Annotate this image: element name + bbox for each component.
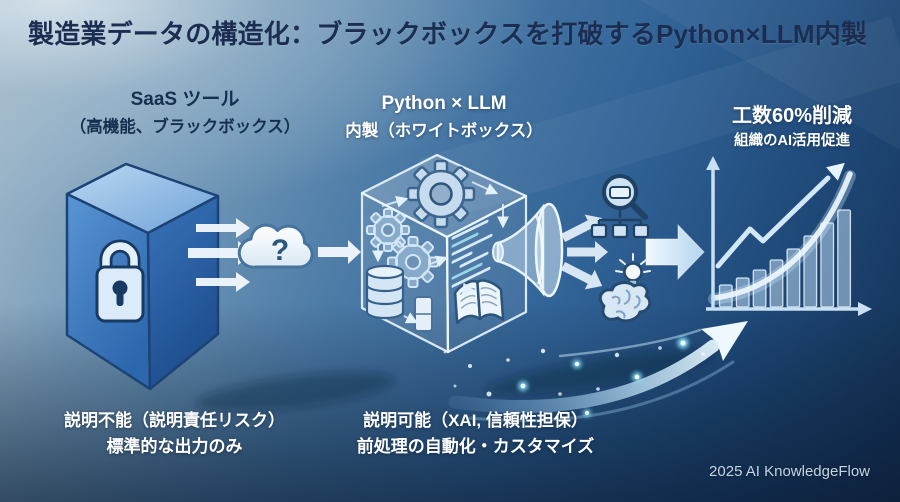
question-mark: ? bbox=[271, 234, 289, 267]
python-llm-heading-line2: 内製（ホワイトボックス） bbox=[345, 121, 543, 140]
fanout-arrows bbox=[560, 214, 608, 290]
flow-arrow-icon bbox=[188, 241, 254, 265]
credit-watermark: 2025 AI KnowledgeFlow bbox=[709, 463, 870, 480]
swoosh-arrow-icon bbox=[443, 321, 748, 423]
outcome-heading-line2: 組織のAI活用促進 bbox=[734, 133, 850, 149]
sparkle-dots bbox=[443, 337, 705, 417]
python-note-line1: 説明可能（XAI, 信頼性担保） bbox=[363, 411, 588, 430]
lightbulb-icon bbox=[615, 253, 651, 286]
question-cloud-icon: ? bbox=[237, 223, 314, 269]
saas-note: 説明不能（説明責任リスク） 標準的な出力のみ bbox=[32, 408, 317, 461]
padlock-icon bbox=[95, 239, 145, 323]
python-llm-heading: Python × LLM 内製（ホワイトボックス） bbox=[330, 90, 558, 143]
python-llm-heading-line1: Python × LLM bbox=[381, 93, 507, 114]
gear-icon bbox=[366, 208, 410, 252]
pipeline-connectors bbox=[372, 181, 509, 324]
outcome-heading-line1: 工数60%削減 bbox=[731, 105, 853, 127]
shadows bbox=[195, 349, 714, 413]
saas-heading-line1: SaaS ツール bbox=[130, 89, 240, 110]
python-note-line2: 前処理の自動化・カスタマイズ bbox=[356, 437, 595, 457]
flow-arrow-icon bbox=[196, 272, 250, 292]
saas-heading: SaaS ツール （高機能、ブラックボックス） bbox=[35, 86, 335, 139]
flow-arrows-left bbox=[188, 218, 254, 292]
infographic-title: 製造業データの構造化：ブラックボックスを打破するPython×LLM内製 bbox=[28, 19, 868, 49]
brain-idea-icon bbox=[598, 253, 652, 323]
big-right-arrow bbox=[645, 223, 705, 281]
growth-chart-icon bbox=[706, 156, 872, 316]
gear-icon bbox=[406, 159, 476, 229]
code-lines-icon bbox=[451, 219, 493, 288]
background-streaks bbox=[420, 0, 900, 222]
outcome-heading: 工数60%削減 組織のAI活用促進 bbox=[698, 101, 886, 153]
flow-arrow-icon bbox=[567, 241, 608, 263]
flow-arrow-icon bbox=[560, 261, 603, 290]
flow-arrow-icon bbox=[318, 240, 361, 264]
database-icon bbox=[365, 264, 405, 320]
saas-note-line1: 説明不能（説明責任リスク） bbox=[64, 411, 285, 430]
open-book-icon bbox=[453, 279, 505, 324]
search-structure-icon bbox=[590, 174, 650, 239]
funnel-icon bbox=[492, 202, 564, 298]
flow-arrow-icon bbox=[196, 218, 250, 238]
python-note: 説明可能（XAI, 信頼性担保） 前処理の自動化・カスタマイズ bbox=[328, 408, 623, 461]
document-icon bbox=[414, 296, 433, 332]
flow-arrow-icon bbox=[560, 214, 603, 243]
saas-note-line2: 標準的な出力のみ bbox=[106, 437, 243, 457]
saas-heading-line2: （高機能、ブラックボックス） bbox=[69, 117, 301, 136]
